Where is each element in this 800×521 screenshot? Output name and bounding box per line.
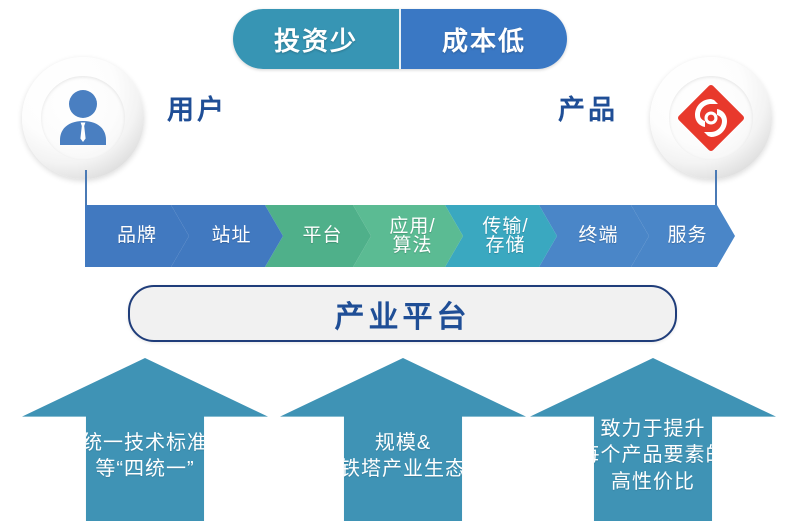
industry-platform-bar: 产业平台 xyxy=(128,285,677,342)
value-chain-segment[interactable]: 品牌 xyxy=(85,205,189,267)
value-chain-bar: 品牌 站址 平台 应用/ 算法 传输/ 存储 终端 服务 xyxy=(85,205,717,267)
person-tie-icon xyxy=(60,90,106,145)
value-chain-segment-label: 传输/ 存储 xyxy=(482,215,529,256)
value-chain-segment[interactable]: 终端 xyxy=(539,205,649,267)
connector-line-right xyxy=(715,170,717,232)
banner-left-label: 投资少 xyxy=(273,25,358,56)
value-chain-segment-label: 服务 xyxy=(667,225,708,247)
product-label: 产品 xyxy=(558,95,618,125)
industry-platform-label: 产业平台 xyxy=(334,300,471,334)
pillar-arrow-label: 统一技术标准 等“四统一” xyxy=(82,432,208,481)
banner-left-投资少: 投资少 xyxy=(233,9,399,69)
value-chain-segment-label: 品牌 xyxy=(116,225,157,247)
value-chain-segment[interactable]: 传输/ 存储 xyxy=(445,205,557,267)
connector-line-left xyxy=(85,170,87,212)
pillar-arrow-unified-standards: 统一技术标准 等“四统一” xyxy=(22,358,268,521)
value-chain-segment-label: 应用/ 算法 xyxy=(389,215,436,256)
user-avatar-circle xyxy=(22,57,144,179)
banner-right-成本低: 成本低 xyxy=(401,9,567,69)
banner-right-label: 成本低 xyxy=(441,25,526,56)
pillar-arrow-label: 致力于提升 每个产品要素的 高性价比 xyxy=(579,418,727,493)
user-label: 用户 xyxy=(167,95,227,125)
pillar-arrow-scale-ecosystem: 规模& 铁塔产业生态 xyxy=(280,358,526,521)
pillar-arrow-cost-performance: 致力于提升 每个产品要素的 高性价比 xyxy=(530,358,776,521)
china-tower-logo-icon xyxy=(678,85,744,151)
banner-divider xyxy=(399,9,401,69)
value-chain-segment-label: 站址 xyxy=(211,225,252,247)
top-banner-pill: 投资少 成本低 xyxy=(233,9,567,69)
value-chain-segment-label: 平台 xyxy=(302,225,343,247)
product-logo-circle xyxy=(650,57,772,179)
value-chain-segment[interactable]: 站址 xyxy=(171,205,283,267)
value-chain-segment-label: 终端 xyxy=(578,225,619,247)
pillar-arrow-label: 规模& 铁塔产业生态 xyxy=(340,432,466,481)
value-chain-segment[interactable]: 应用/ 算法 xyxy=(353,205,463,267)
